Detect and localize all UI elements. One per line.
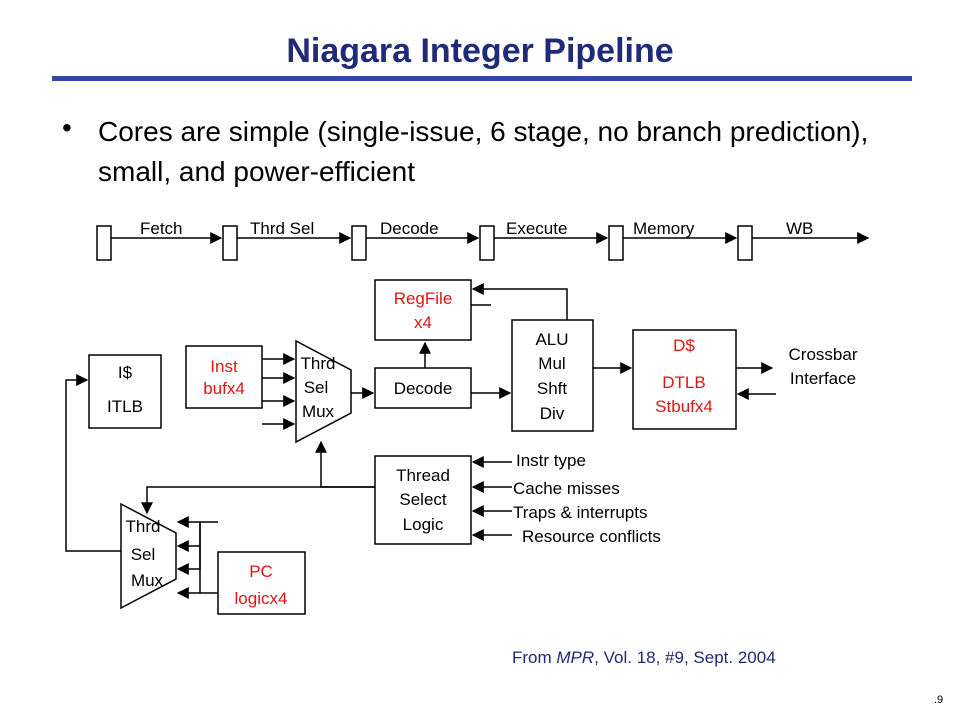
wire-alu-writeback — [471, 283, 568, 320]
dcache-label-3: Stbufx4 — [655, 397, 713, 416]
source-journal: MPR — [556, 648, 595, 667]
stage-register — [737, 225, 753, 261]
signal-cache-misses: Cache misses — [513, 479, 620, 498]
regfile-label-1: RegFile — [394, 289, 453, 308]
pc-logic-label-2: logicx4 — [235, 589, 288, 608]
stage-label-execute: Execute — [506, 219, 567, 238]
bullet-dot: • — [62, 112, 72, 143]
thrd-sel-mux-bottom-label-1: Thrd — [126, 517, 161, 536]
wire-mux-to-icache — [65, 374, 121, 552]
alu-label-4: Div — [540, 404, 565, 423]
thread-select-label-3: Logic — [403, 515, 444, 534]
wire-pc-to-mux-2 — [176, 522, 201, 552]
pc-logic-label-1: PC — [249, 562, 273, 581]
decode-label: Decode — [394, 379, 453, 398]
stage-register — [479, 225, 495, 261]
icache-label-2: ITLB — [107, 397, 143, 416]
thrd-sel-mux-bottom-label-3: Mux — [131, 571, 164, 590]
dcache-block — [632, 329, 737, 430]
thread-select-label-2: Select — [399, 490, 447, 509]
dcache-label-2: DTLB — [662, 373, 705, 392]
thrd-sel-mux-top-label-2: Sel — [304, 378, 329, 397]
stage-register — [608, 225, 624, 261]
thrd-sel-mux-top-label-3: Mux — [302, 402, 335, 421]
thrd-sel-mux-bottom-label-2: Sel — [131, 545, 156, 564]
alu-block — [511, 319, 594, 432]
thread-select-block — [374, 455, 472, 545]
inst-buffer-label-1: Inst — [210, 357, 238, 376]
stage-register — [351, 225, 367, 261]
stage-label-decode: Decode — [380, 219, 439, 238]
signal-resource-conflicts: Resource conflicts — [522, 527, 661, 546]
signal-instr-type: Instr type — [516, 451, 586, 470]
thrd-sel-mux-top-label-1: Thrd — [301, 354, 336, 373]
dcache-label-1: D$ — [673, 336, 695, 355]
source-details: , Vol. 18, #9, Sept. 2004 — [594, 648, 776, 667]
slide-title: Niagara Integer Pipeline — [286, 32, 674, 70]
wire-tsl-to-top-mux — [315, 440, 375, 488]
wire-tsl-to-bottom-mux — [141, 486, 375, 515]
regfile-block — [374, 279, 472, 341]
stage-label-thrd-sel: Thrd Sel — [250, 219, 314, 238]
stage-register — [222, 225, 238, 261]
stage-label-wb: WB — [786, 219, 813, 238]
source-prefix: From — [512, 648, 557, 667]
inst-buffer-block — [185, 345, 263, 409]
thrd-sel-mux-bottom — [120, 502, 177, 610]
title-underline — [52, 76, 912, 81]
wire-pc-to-mux-3 — [176, 546, 201, 575]
alu-label-1: ALU — [535, 330, 568, 349]
bullet-text: Cores are simple (single-issue, 6 stage,… — [98, 116, 869, 187]
stage-label-memory: Memory — [633, 219, 695, 238]
icache-block — [88, 354, 162, 429]
inst-buffer-label-2: bufx4 — [203, 379, 245, 398]
pc-logic-block — [217, 551, 306, 615]
crossbar-label-1: Crossbar — [789, 345, 858, 364]
page-number: .9 — [934, 694, 944, 706]
stage-registers — [96, 225, 753, 261]
source-citation: From MPR, Vol. 18, #9, Sept. 2004 — [512, 648, 776, 668]
crossbar-label-2: Interface — [790, 369, 856, 388]
regfile-label-2: x4 — [414, 313, 432, 332]
stage-label-fetch: Fetch — [140, 219, 183, 238]
decode-block — [374, 367, 472, 409]
alu-label-3: Shft — [537, 379, 568, 398]
thread-select-label-1: Thread — [396, 466, 450, 485]
signal-traps: Traps & interrupts — [513, 503, 647, 522]
icache-label-1: I$ — [118, 363, 133, 382]
stage-register — [96, 225, 112, 261]
alu-label-2: Mul — [538, 354, 565, 373]
stage-labels: Fetch Thrd Sel Decode Execute Memory WB — [140, 219, 813, 238]
thrd-sel-mux-top — [295, 339, 352, 444]
